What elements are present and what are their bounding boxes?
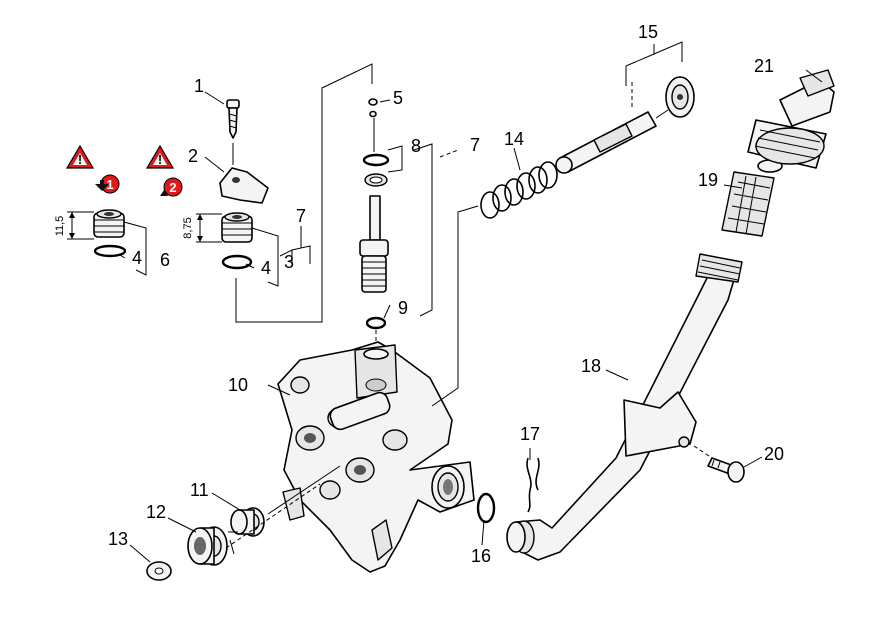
o-ring-part-4-left [93, 244, 127, 258]
part-number-10: 10 [228, 375, 248, 395]
part-number-11: 11 [190, 480, 209, 500]
rotate-arrow-icon [160, 190, 168, 196]
inlet-connector-part [431, 465, 465, 509]
part-number-2: 2 [188, 146, 198, 166]
seal-part-11 [230, 507, 265, 537]
plunger-cap-part-15 [665, 76, 695, 118]
part-number-3: 3 [284, 252, 294, 272]
screw-part-20 [707, 457, 745, 483]
valve-piston-part [359, 195, 389, 293]
valve-part-6 [93, 209, 125, 238]
dimension-8-75: 8,75 [182, 213, 222, 243]
dimension-11-5: 11,5 [54, 211, 94, 240]
o-ring-part-8-upper [362, 153, 390, 167]
small-ball-part-5 [369, 110, 377, 118]
part-number-21: 21 [754, 56, 774, 76]
piston-seal-part-12 [187, 526, 228, 566]
o-ring-part-9 [365, 316, 387, 330]
valve-part-3 [221, 212, 253, 243]
part-number-20: 20 [764, 444, 784, 464]
svg-text:1: 1 [106, 177, 113, 192]
svg-text:!: ! [158, 152, 162, 167]
cable-tie-part-17 [526, 457, 540, 513]
o-ring-part-16 [476, 492, 496, 524]
part-number-13: 13 [108, 529, 128, 549]
part-number-19: 19 [698, 170, 718, 190]
part-number-12: 12 [146, 502, 166, 522]
small-ring-part-5 [368, 98, 378, 106]
part-number-4-right: 4 [261, 258, 271, 278]
warning-icon-right: ! [145, 144, 175, 169]
hose-connector-part-21 [747, 69, 835, 169]
part-number-14: 14 [504, 129, 524, 149]
svg-text:8,75: 8,75 [182, 217, 194, 238]
part-number-4-left: 4 [132, 248, 142, 268]
part-number-7-right: 7 [470, 135, 480, 155]
step-badge-2: 2 [160, 177, 183, 197]
svg-text:!: ! [78, 152, 82, 167]
part-number-6: 6 [160, 250, 170, 270]
pump-housing-part-10 [277, 341, 475, 573]
o-ring-part-4-right [221, 254, 253, 270]
warning-icon-left: ! [65, 144, 95, 169]
step-badge-1: 1 [95, 174, 120, 194]
bracket-part-2 [219, 143, 269, 204]
part-number-15: 15 [638, 22, 658, 42]
part-number-17: 17 [520, 424, 540, 444]
part-number-18: 18 [581, 356, 601, 376]
part-number-8: 8 [411, 136, 421, 156]
svg-text:11,5: 11,5 [54, 216, 66, 237]
svg-text:2: 2 [169, 180, 176, 195]
spring-part-14 [480, 161, 558, 219]
filter-part-19 [721, 159, 783, 237]
part-number-7-left: 7 [296, 206, 306, 226]
part-number-5: 5 [393, 88, 403, 108]
part-number-9: 9 [398, 298, 408, 318]
part-number-1: 1 [194, 76, 204, 96]
part-number-16: 16 [471, 546, 491, 566]
screw-part-1 [226, 99, 240, 139]
arrow-down-icon [95, 180, 109, 191]
suction-hose-part-18 [506, 253, 743, 561]
plunger-part-15 [555, 111, 657, 174]
